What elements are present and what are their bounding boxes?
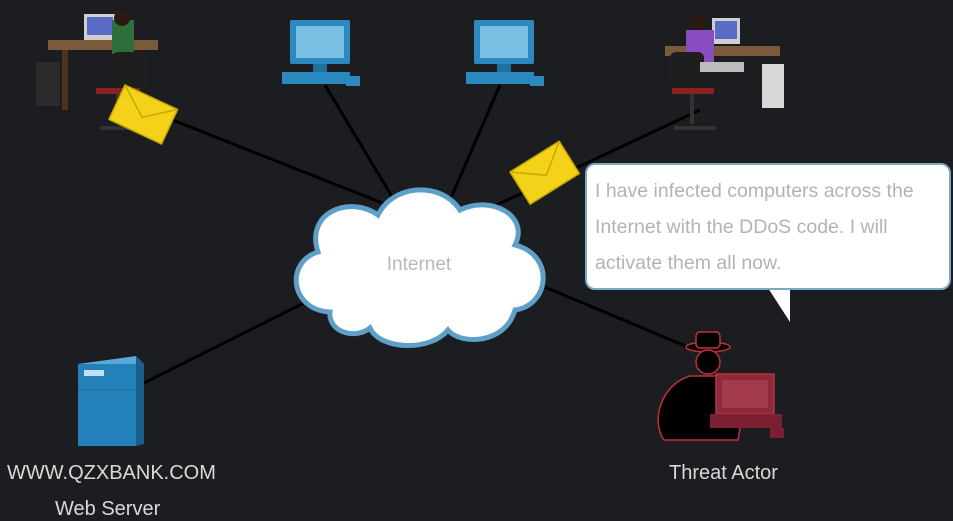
speech-bubble: I have infected computers across the Int… (585, 163, 951, 290)
web-server-name-label: WWW.QZXBANK.COM (7, 462, 216, 484)
link-server (139, 298, 311, 387)
desktop-computer-icon (466, 20, 544, 86)
desktop-computer-icon (282, 20, 360, 86)
email-envelope-icon (107, 84, 179, 145)
threat-actor-icon (657, 331, 784, 441)
web-server-role-label: Web Server (55, 498, 161, 520)
email-envelope-icon (508, 140, 581, 206)
web-server-icon (78, 356, 144, 446)
speech-bubble-tail-icon (768, 288, 790, 322)
internet-cloud-icon (293, 187, 546, 348)
cloud-label: Internet (386, 254, 452, 275)
link-user-left (159, 113, 401, 212)
link-pc-2 (448, 84, 502, 201)
link-threat-actor (539, 283, 696, 352)
woman-desk-user-icon (36, 10, 158, 130)
threat-actor-label: Threat Actor (669, 462, 778, 484)
link-pc-1 (323, 84, 402, 211)
speech-bubble-text: I have infected computers across the Int… (595, 180, 914, 274)
network-links (139, 84, 701, 387)
link-user-right (474, 108, 701, 217)
man-desk-user-icon (665, 14, 784, 130)
